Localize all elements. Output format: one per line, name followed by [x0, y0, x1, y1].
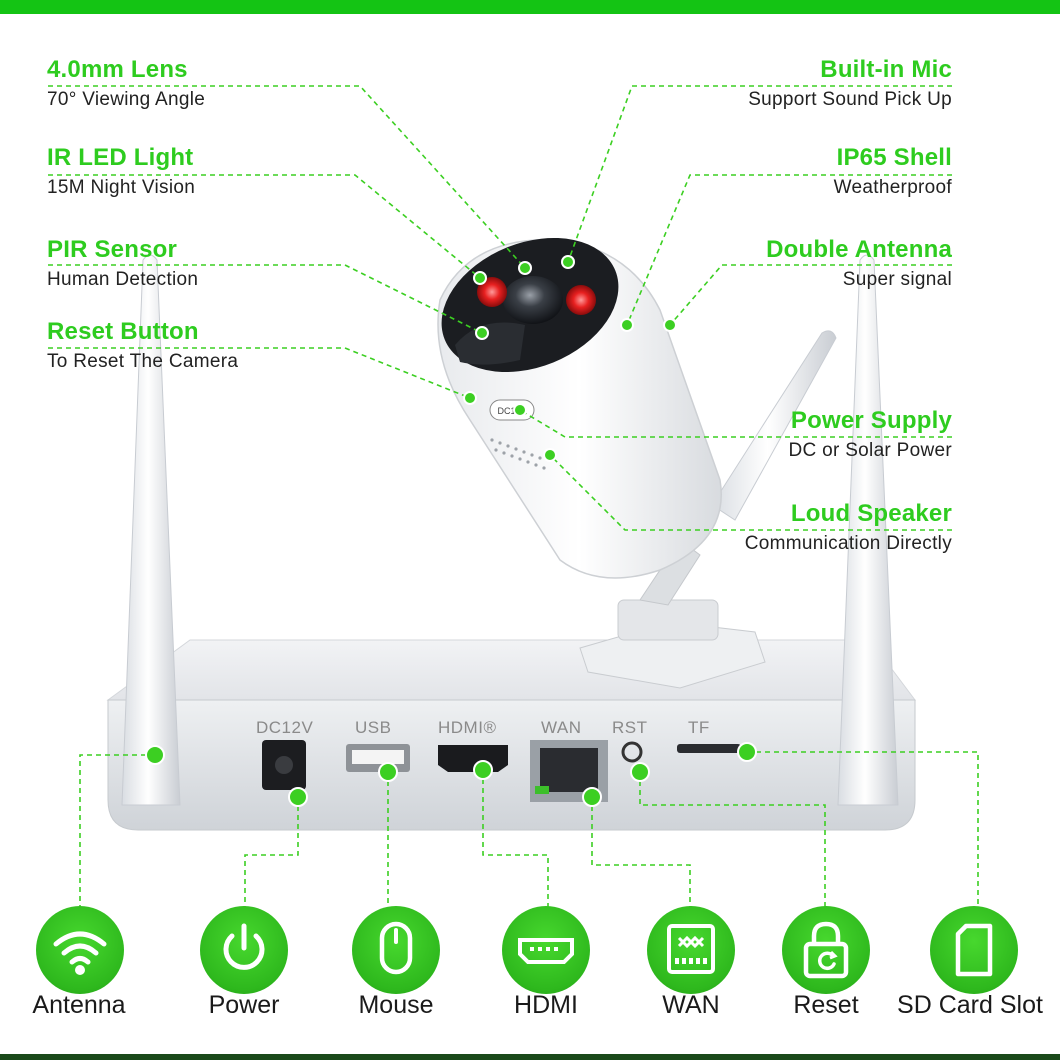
- callout-subtitle: 15M Night Vision: [47, 177, 196, 198]
- callout-subtitle: 70° Viewing Angle: [47, 89, 206, 110]
- ethernet-icon: [667, 924, 715, 974]
- nvr-print-usb: USB: [355, 718, 392, 737]
- callout-subtitle: Super signal: [842, 269, 952, 290]
- hdmi-icon: [518, 938, 574, 964]
- nvr-print-rst: RST: [612, 718, 648, 737]
- callout-subtitle: DC or Solar Power: [788, 440, 952, 461]
- callout-title: 4.0mm Lens: [47, 56, 188, 83]
- port-sd-card: [930, 906, 1018, 994]
- power-icon: [223, 923, 265, 970]
- nvr-print-dc12v: DC12V: [256, 718, 314, 737]
- callout-subtitle: Human Detection: [47, 269, 199, 290]
- port-power: [200, 906, 288, 994]
- top-accent-bar: [0, 0, 1060, 14]
- connector-lines: [48, 85, 979, 920]
- callout-title: Built-in Mic: [820, 56, 952, 83]
- connector-dots: [145, 255, 757, 807]
- callout-reset-button: Reset Button To Reset The Camera: [47, 318, 377, 374]
- callout-built-in-mic: Built-in Mic Support Sound Pick Up: [622, 56, 952, 112]
- callout-subtitle: Support Sound Pick Up: [748, 89, 952, 110]
- callout-subtitle: Weatherproof: [833, 177, 952, 198]
- reset-lock-icon: [803, 921, 849, 979]
- callout-pir-sensor: PIR Sensor Human Detection: [47, 236, 377, 292]
- callout-title: PIR Sensor: [47, 236, 178, 263]
- callout-power-supply: Power Supply DC or Solar Power: [622, 407, 952, 463]
- sd-card-icon: [955, 923, 993, 977]
- port-label-wan: WAN: [662, 991, 720, 1019]
- callout-title: Power Supply: [790, 407, 952, 434]
- nvr-antenna-left: [121, 254, 181, 806]
- nvr-recorder: [106, 639, 916, 831]
- port-reset: [782, 906, 870, 994]
- callout-title: Double Antenna: [766, 236, 952, 263]
- callout-loud-speaker: Loud Speaker Communication Directly: [622, 500, 952, 556]
- port-wan: [647, 906, 735, 994]
- port-antenna: [36, 906, 124, 994]
- nvr-print-tf: TF: [688, 718, 710, 737]
- callout-title: IP65 Shell: [836, 144, 952, 171]
- callout-lens: 4.0mm Lens 70° Viewing Angle: [47, 56, 377, 112]
- port-label-mouse: Mouse: [358, 991, 434, 1019]
- port-label-hdmi: HDMI: [514, 991, 578, 1019]
- callout-title: IR LED Light: [47, 144, 194, 171]
- wifi-icon: [53, 931, 107, 975]
- callout-subtitle: Communication Directly: [744, 533, 952, 554]
- callout-ip65-shell: IP65 Shell Weatherproof: [622, 144, 952, 200]
- camera-port-print: DC12V: [497, 406, 526, 416]
- port-hdmi: [502, 906, 590, 994]
- port-label-power: Power: [208, 991, 280, 1019]
- port-label-reset: Reset: [793, 991, 859, 1019]
- nvr-print-hdmi: HDMI®: [438, 718, 497, 737]
- port-label-sd-card: SD Card Slot: [897, 991, 1043, 1019]
- callout-title: Loud Speaker: [790, 500, 952, 527]
- mouse-icon: [379, 921, 413, 975]
- bottom-accent-bar: [0, 1054, 1060, 1060]
- callout-double-antenna: Double Antenna Super signal: [622, 236, 952, 292]
- callout-subtitle: To Reset The Camera: [47, 351, 239, 372]
- port-label-antenna: Antenna: [32, 991, 126, 1019]
- port-mouse: [352, 906, 440, 994]
- callout-ir-led: IR LED Light 15M Night Vision: [47, 144, 377, 200]
- callout-title: Reset Button: [47, 318, 199, 345]
- nvr-print-wan: WAN: [541, 718, 582, 737]
